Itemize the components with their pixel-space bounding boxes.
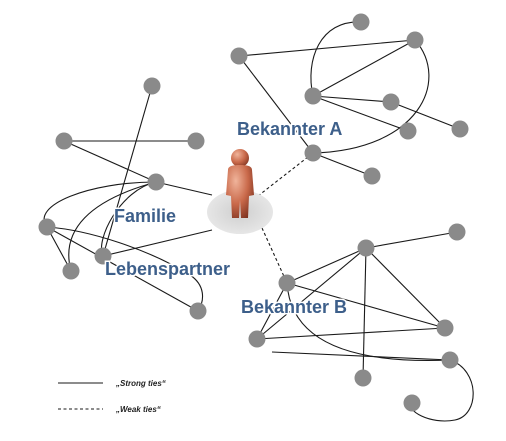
edge: [312, 39, 416, 97]
edge: [256, 327, 446, 340]
edge: [312, 95, 409, 132]
edge: [271, 351, 451, 361]
edge: [46, 226, 204, 312]
network-node: [352, 13, 370, 31]
edge: [312, 95, 392, 103]
legend-weak-label: „Weak ties“: [115, 405, 161, 414]
network-node: [382, 93, 400, 111]
network-node: [448, 223, 466, 241]
network-node: [403, 394, 421, 412]
edge: [286, 247, 367, 284]
network-node: [230, 47, 248, 65]
edge: [312, 152, 373, 177]
network-node: [363, 167, 381, 185]
label-bekannter-a: Bekannter A: [237, 119, 342, 139]
network-node: [278, 274, 296, 292]
edge: [155, 181, 213, 196]
network-node: [248, 330, 266, 348]
edge: [256, 282, 288, 340]
legend: „Strong ties“ „Weak ties“: [58, 379, 166, 414]
edge: [102, 229, 213, 257]
network-node: [147, 173, 165, 191]
network-node: [94, 247, 112, 265]
network-node: [143, 77, 161, 95]
edge: [390, 101, 461, 130]
legend-strong-label: „Strong ties“: [115, 379, 166, 388]
network-node: [441, 351, 459, 369]
label-bekannter-b: Bekannter B: [241, 297, 347, 317]
weak-edge: [261, 227, 288, 284]
nodes: [38, 13, 469, 412]
network-node: [436, 319, 454, 337]
person-icon: [226, 149, 254, 218]
network-node: [55, 132, 73, 150]
edge: [312, 39, 430, 154]
network-node: [406, 31, 424, 49]
edge: [46, 226, 199, 312]
edge: [238, 55, 314, 154]
bekannter-b-edges: [256, 231, 474, 422]
label-lebenspartner: Lebenspartner: [105, 259, 230, 279]
edge: [286, 282, 446, 329]
network-node: [451, 120, 469, 138]
edge: [365, 231, 458, 249]
edge: [102, 85, 153, 257]
edge: [68, 181, 157, 272]
edge: [362, 247, 367, 379]
edge: [365, 247, 446, 329]
network-node: [304, 144, 322, 162]
weak-edge: [257, 152, 314, 197]
edge: [63, 140, 157, 183]
network-node: [189, 302, 207, 320]
edge: [410, 359, 474, 422]
label-familie: Familie: [114, 206, 176, 226]
edge: [256, 247, 367, 340]
bekannter-a-edges: [238, 21, 461, 177]
familie-edges: [43, 85, 213, 312]
weak-tie-edges: [257, 152, 314, 284]
central-person: [207, 149, 273, 234]
edge: [310, 21, 362, 97]
network-node: [399, 122, 417, 140]
network-node: [187, 132, 205, 150]
edge: [286, 282, 451, 362]
network-node: [38, 218, 56, 236]
network-node: [357, 239, 375, 257]
network-node: [304, 87, 322, 105]
network-node: [62, 262, 80, 280]
edge: [238, 39, 416, 57]
network-node: [354, 369, 372, 387]
person-shadow: [207, 190, 273, 234]
